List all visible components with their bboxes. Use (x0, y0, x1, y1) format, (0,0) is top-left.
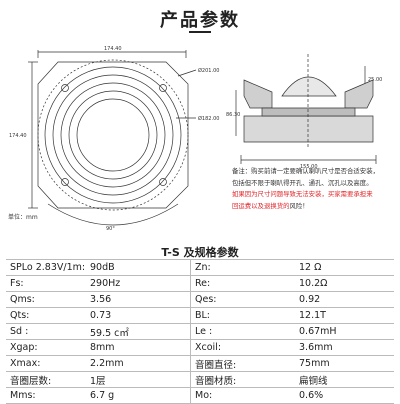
spec-value: 0.73 (86, 307, 191, 324)
spec-label: Mms: (6, 387, 86, 404)
spec-value: 59.5 c㎡ (86, 323, 191, 340)
technical-drawing: 174.40 174.40 Ø201.00 Ø182.00 90° 155.00… (9, 46, 382, 232)
spec-label: 音圈直径: (190, 355, 295, 372)
spec-label: SPLo 2.83V/1m: (6, 259, 86, 276)
dim-angle: 90° (106, 226, 115, 232)
spec-label: Xmax: (6, 355, 86, 372)
spec-label: Re: (190, 275, 295, 292)
spec-value: 290Hz (86, 275, 191, 292)
spec-label: Mo: (190, 387, 295, 404)
spec-label: Fs: (6, 275, 86, 292)
spec-label: Qes: (190, 291, 295, 308)
spec-label: Xcoil: (190, 339, 295, 356)
spec-label: Qms: (6, 291, 86, 308)
spec-label: 音圈层数: (6, 371, 86, 388)
spec-value: 10.2Ω (295, 275, 394, 292)
spec-value: 6.7 g (86, 387, 191, 404)
spec-label: 音圈材质: (190, 371, 295, 388)
unit-label: 单位：mm (8, 214, 38, 221)
spec-value: 3.56 (86, 291, 191, 308)
notice-line-1: 备注：购买前请一定要确认喇叭尺寸是否合适安装， (232, 167, 379, 175)
spec-title: T-S 及规格参数 (161, 246, 239, 259)
front-view: 174.40 174.40 Ø201.00 Ø182.00 90° (9, 46, 219, 232)
section-view: 155.00 86.30 25.00 (226, 54, 382, 170)
spec-value: 3.6mm (295, 339, 394, 356)
spec-label: Zn: (190, 259, 295, 276)
dim-section-depth: 25.00 (368, 77, 382, 83)
notice-line-4: 回运费以及退换货的 (232, 201, 290, 210)
spec-label: Sd : (6, 323, 86, 340)
spec-value: 0.92 (295, 291, 394, 308)
spec-row: 音圈层数:1层音圈材质:扁铜线 (6, 371, 394, 388)
spec-value: 8mm (86, 339, 191, 356)
spec-label: Xgap: (6, 339, 86, 356)
spec-value: 2.2mm (86, 355, 191, 372)
dim-outer-diameter: Ø201.00 (198, 67, 219, 74)
title-underline (189, 31, 211, 33)
spec-label: Le : (190, 323, 295, 340)
spec-value: 90dB (86, 259, 191, 276)
spec-value: 0.67mH (295, 323, 394, 340)
dim-section-height: 86.30 (226, 112, 240, 118)
dim-section-width: 155.00 (300, 164, 318, 170)
spec-label: BL: (190, 307, 295, 324)
dim-inner-diameter: Ø182.00 (198, 115, 219, 122)
notice-line-4-tail: 风险！ (289, 201, 309, 210)
spec-value: 12.1T (295, 307, 394, 324)
spec-value: 扁铜线 (295, 371, 394, 388)
dim-left-height: 174.40 (9, 133, 27, 139)
notice-text: 备注：购买前请一定要确认喇叭尺寸是否合适安装， 包括但不限于喇叭得开孔、通孔、沉… (232, 166, 394, 212)
spec-value: 75mm (295, 355, 394, 372)
notice-line-3: 如果因为尺寸问题导致无法安装，买家需要承担来 (232, 190, 373, 198)
dim-top-width: 174.40 (104, 46, 122, 52)
notice-line-2: 包括但不限于喇叭得开孔、通孔、沉孔以及高度。 (232, 178, 373, 187)
spec-value: 0.6% (295, 387, 394, 404)
spec-value: 12 Ω (295, 259, 394, 276)
page-title: 产品参数 (160, 10, 240, 31)
spec-value: 1层 (86, 371, 191, 388)
spec-label: Qts: (6, 307, 86, 324)
